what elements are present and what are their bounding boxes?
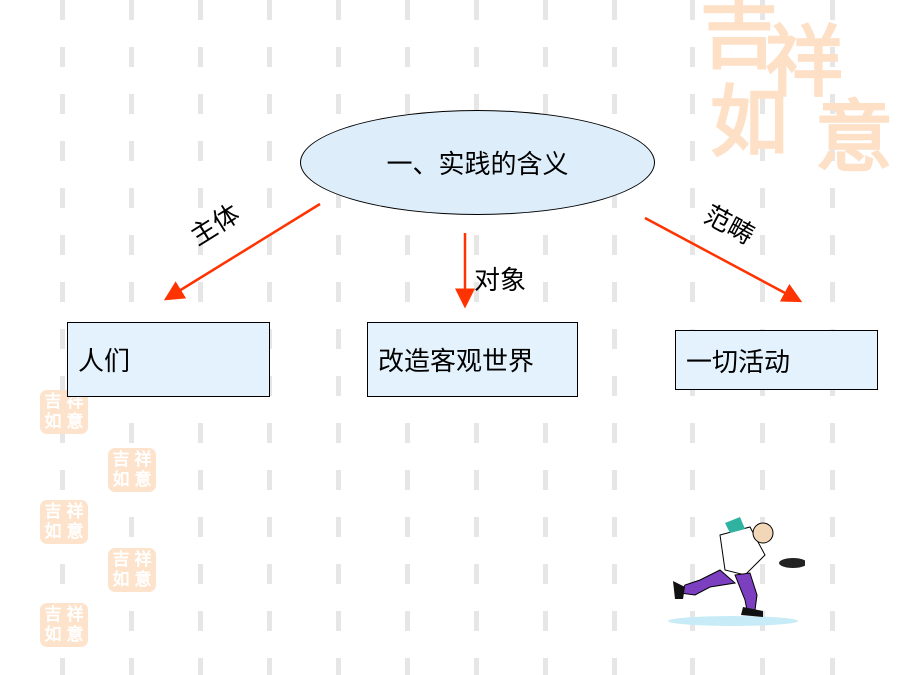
node-all-activities: 一切活动	[675, 330, 878, 390]
seal-icon: 吉祥如意	[108, 548, 156, 592]
seal-icon: 吉祥如意	[40, 500, 88, 544]
seal-icon: 吉祥如意	[108, 448, 156, 492]
auspicious-seal-logo: 吉 祥 如 意	[700, 0, 894, 183]
seal-icon: 吉祥如意	[40, 603, 88, 647]
root-node: 一、实践的含义	[300, 110, 655, 215]
node-transform-world: 改造客观世界	[367, 322, 578, 397]
seal-icon: 吉祥如意	[40, 390, 88, 434]
arrow-scope	[644, 216, 803, 303]
node-people: 人们	[67, 322, 270, 397]
hockey-player-clipart	[668, 517, 805, 626]
edge-label-object: 对象	[474, 266, 527, 296]
arrow-subject	[163, 202, 321, 301]
